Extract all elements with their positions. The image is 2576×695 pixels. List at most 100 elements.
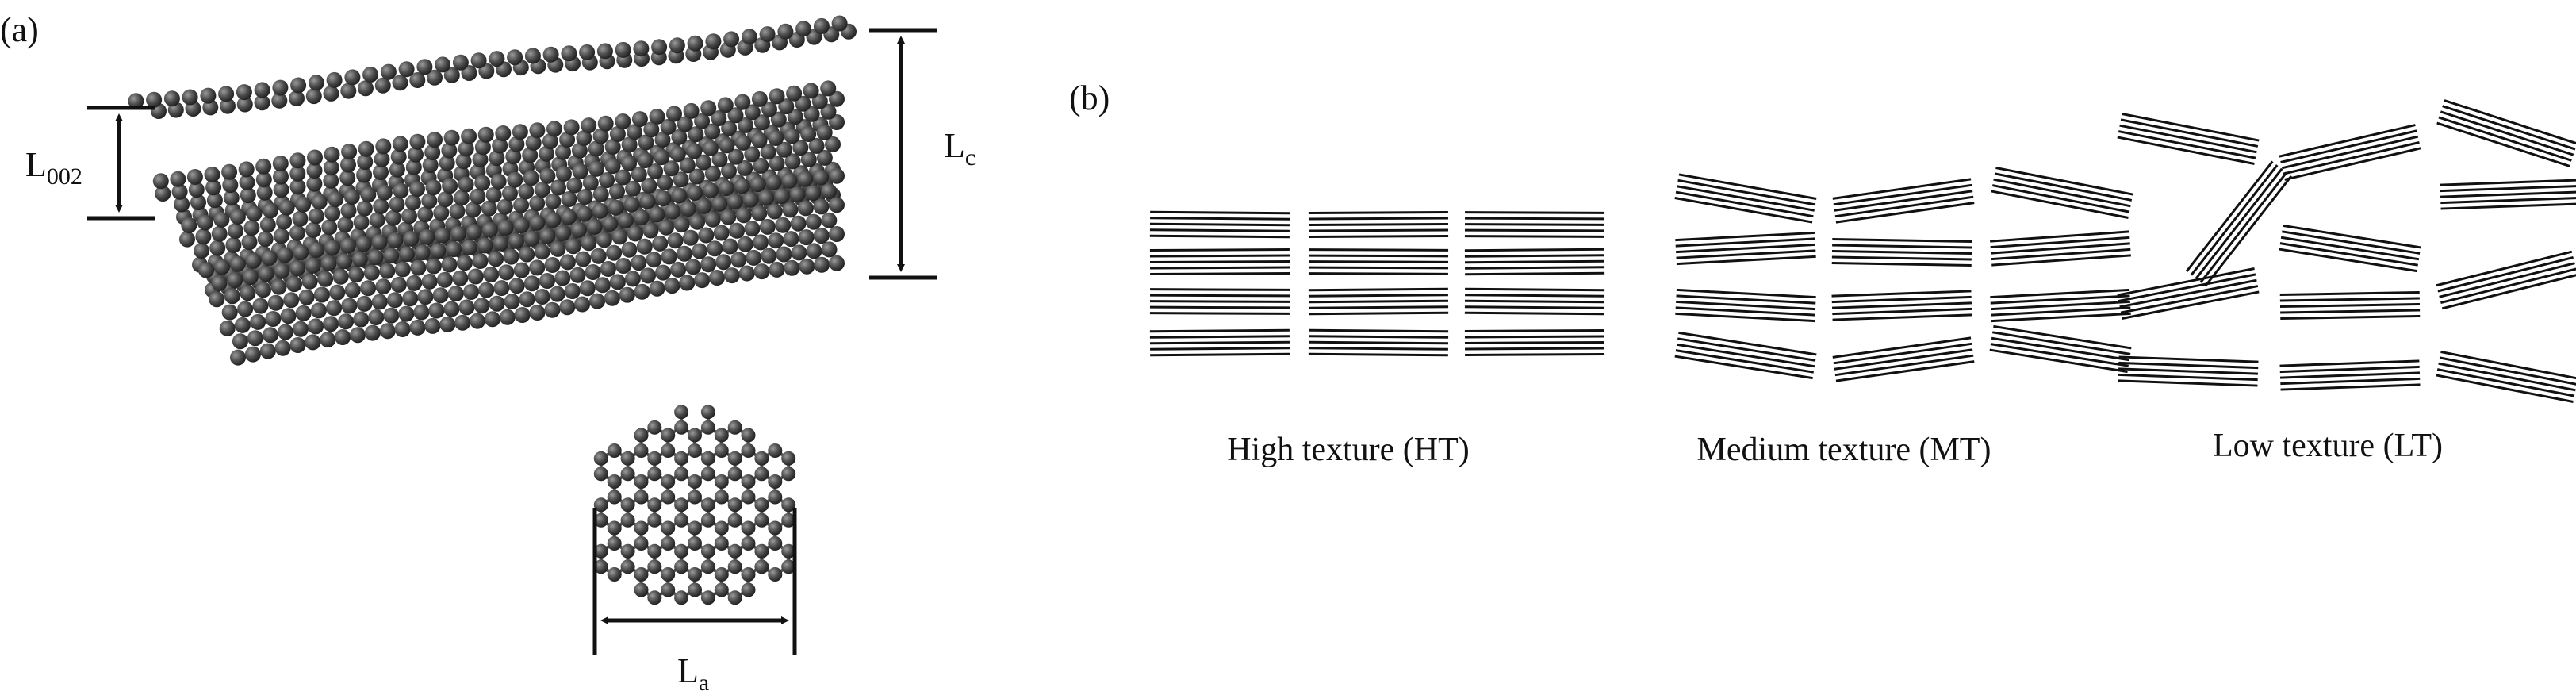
carbon-atom: [461, 128, 477, 144]
graphene-layer-line: [1464, 259, 1605, 264]
carbon-atom: [525, 134, 542, 151]
carbon-atom: [813, 169, 830, 186]
lattice-atom: [634, 428, 649, 443]
graphene-layer-line: [1308, 294, 1448, 298]
graphene-layer-line: [1149, 335, 1290, 339]
carbon-atom: [369, 212, 385, 228]
carbon-atom: [539, 273, 555, 289]
layer-stack: [1675, 288, 1816, 323]
lattice-atom: [661, 520, 676, 536]
graphene-layer-line: [2185, 160, 2274, 273]
carbon-atom: [306, 163, 323, 179]
layer-stack: [1308, 211, 1449, 238]
carbon-atom: [228, 223, 243, 239]
carbon-atom: [555, 225, 572, 241]
lattice-atom: [647, 543, 662, 559]
carbon-atom: [424, 144, 441, 160]
carbon-atom: [292, 210, 309, 227]
lattice-atom: [714, 490, 729, 505]
carbon-atom: [321, 219, 338, 236]
graphene-layer-line: [2280, 129, 2417, 163]
carbon-atom: [534, 289, 550, 305]
graphene-layer-line: [2190, 164, 2279, 276]
carbon-atom: [323, 159, 339, 176]
carbon-atom: [774, 188, 790, 205]
layer-stack: [1831, 290, 1972, 321]
carbon-atom: [805, 185, 822, 202]
carbon-atom: [633, 40, 650, 57]
graphene-layer-line: [1835, 360, 1975, 382]
carbon-atom: [323, 316, 339, 332]
carbon-atom: [702, 140, 719, 156]
carbon-atom: [670, 261, 687, 278]
graphene-layer-line: [1676, 300, 1815, 311]
graphene-layer-line: [2441, 273, 2576, 310]
graphene-layer-line: [1678, 331, 1817, 356]
carbon-atom: [636, 238, 653, 255]
carbon-atom: [419, 228, 435, 245]
lattice-atom: [688, 490, 702, 505]
carbon-atom: [289, 165, 306, 182]
graphene-layer-line: [1675, 306, 1815, 317]
lattice-atom: [768, 536, 783, 551]
carbon-atom: [685, 259, 702, 275]
carbon-atom: [816, 149, 833, 166]
carbon-atom: [550, 240, 566, 257]
carbon-atom: [592, 202, 608, 219]
lattice-atom: [661, 490, 676, 505]
carbon-atom: [194, 243, 210, 259]
carbon-atom: [335, 329, 351, 345]
lattice-atom: [741, 536, 756, 551]
carbon-atom: [320, 255, 337, 271]
carbon-atom: [711, 110, 727, 126]
carbon-atom: [549, 286, 565, 302]
carbon-atom: [609, 274, 626, 290]
carbon-atom: [831, 15, 848, 32]
layer-stack: [1308, 287, 1449, 316]
carbon-atom: [450, 225, 466, 242]
carbon-atom: [351, 251, 368, 267]
carbon-atom: [341, 298, 358, 314]
carbon-atom: [308, 75, 324, 91]
carbon-atom: [813, 17, 830, 34]
graphene-layer-line: [2280, 377, 2421, 386]
graphene-layer-line: [1833, 342, 1972, 365]
graphene-layer-line: [1990, 343, 2129, 367]
lattice-atom: [647, 559, 662, 574]
graphene-layer-line: [2118, 373, 2258, 382]
lattice-atom: [714, 474, 729, 489]
carbon-atom: [254, 82, 270, 98]
carbon-atom: [787, 109, 803, 125]
graphene-layer-line: [1677, 185, 1815, 212]
carbon-atom: [679, 157, 696, 174]
graphene-layer-line: [2436, 368, 2575, 397]
layer-stack: [1990, 288, 2131, 323]
carbon-atom: [588, 140, 604, 157]
carbon-atom: [329, 284, 346, 301]
carbon-atom: [230, 349, 246, 366]
carbon-atom: [512, 124, 528, 140]
graphene-layer-line: [2440, 202, 2576, 210]
carbon-atom: [447, 286, 464, 302]
carbon-atom: [435, 227, 451, 244]
carbon-atom: [305, 334, 321, 351]
carbon-atom: [600, 261, 616, 277]
carbon-atom: [433, 205, 450, 221]
graphene-layer-line: [2120, 285, 2259, 314]
carbon-atom: [472, 152, 489, 168]
carbon-atom: [738, 265, 755, 282]
lattice-atom: [741, 520, 756, 536]
carbon-atom: [814, 256, 830, 273]
graphene-layer-line: [2440, 267, 2576, 305]
carbon-atom: [609, 183, 625, 200]
carbon-atom: [523, 230, 540, 247]
carbon-atom: [258, 266, 274, 282]
carbon-atom: [655, 190, 672, 207]
carbon-atom: [783, 231, 799, 248]
layer-stack: [1464, 287, 1605, 316]
graphene-layer-line: [2436, 250, 2573, 287]
carbon-atom: [529, 214, 546, 231]
graphene-layer-line: [1149, 312, 1290, 315]
carbon-atom: [617, 213, 634, 228]
lattice-atom: [620, 451, 635, 466]
